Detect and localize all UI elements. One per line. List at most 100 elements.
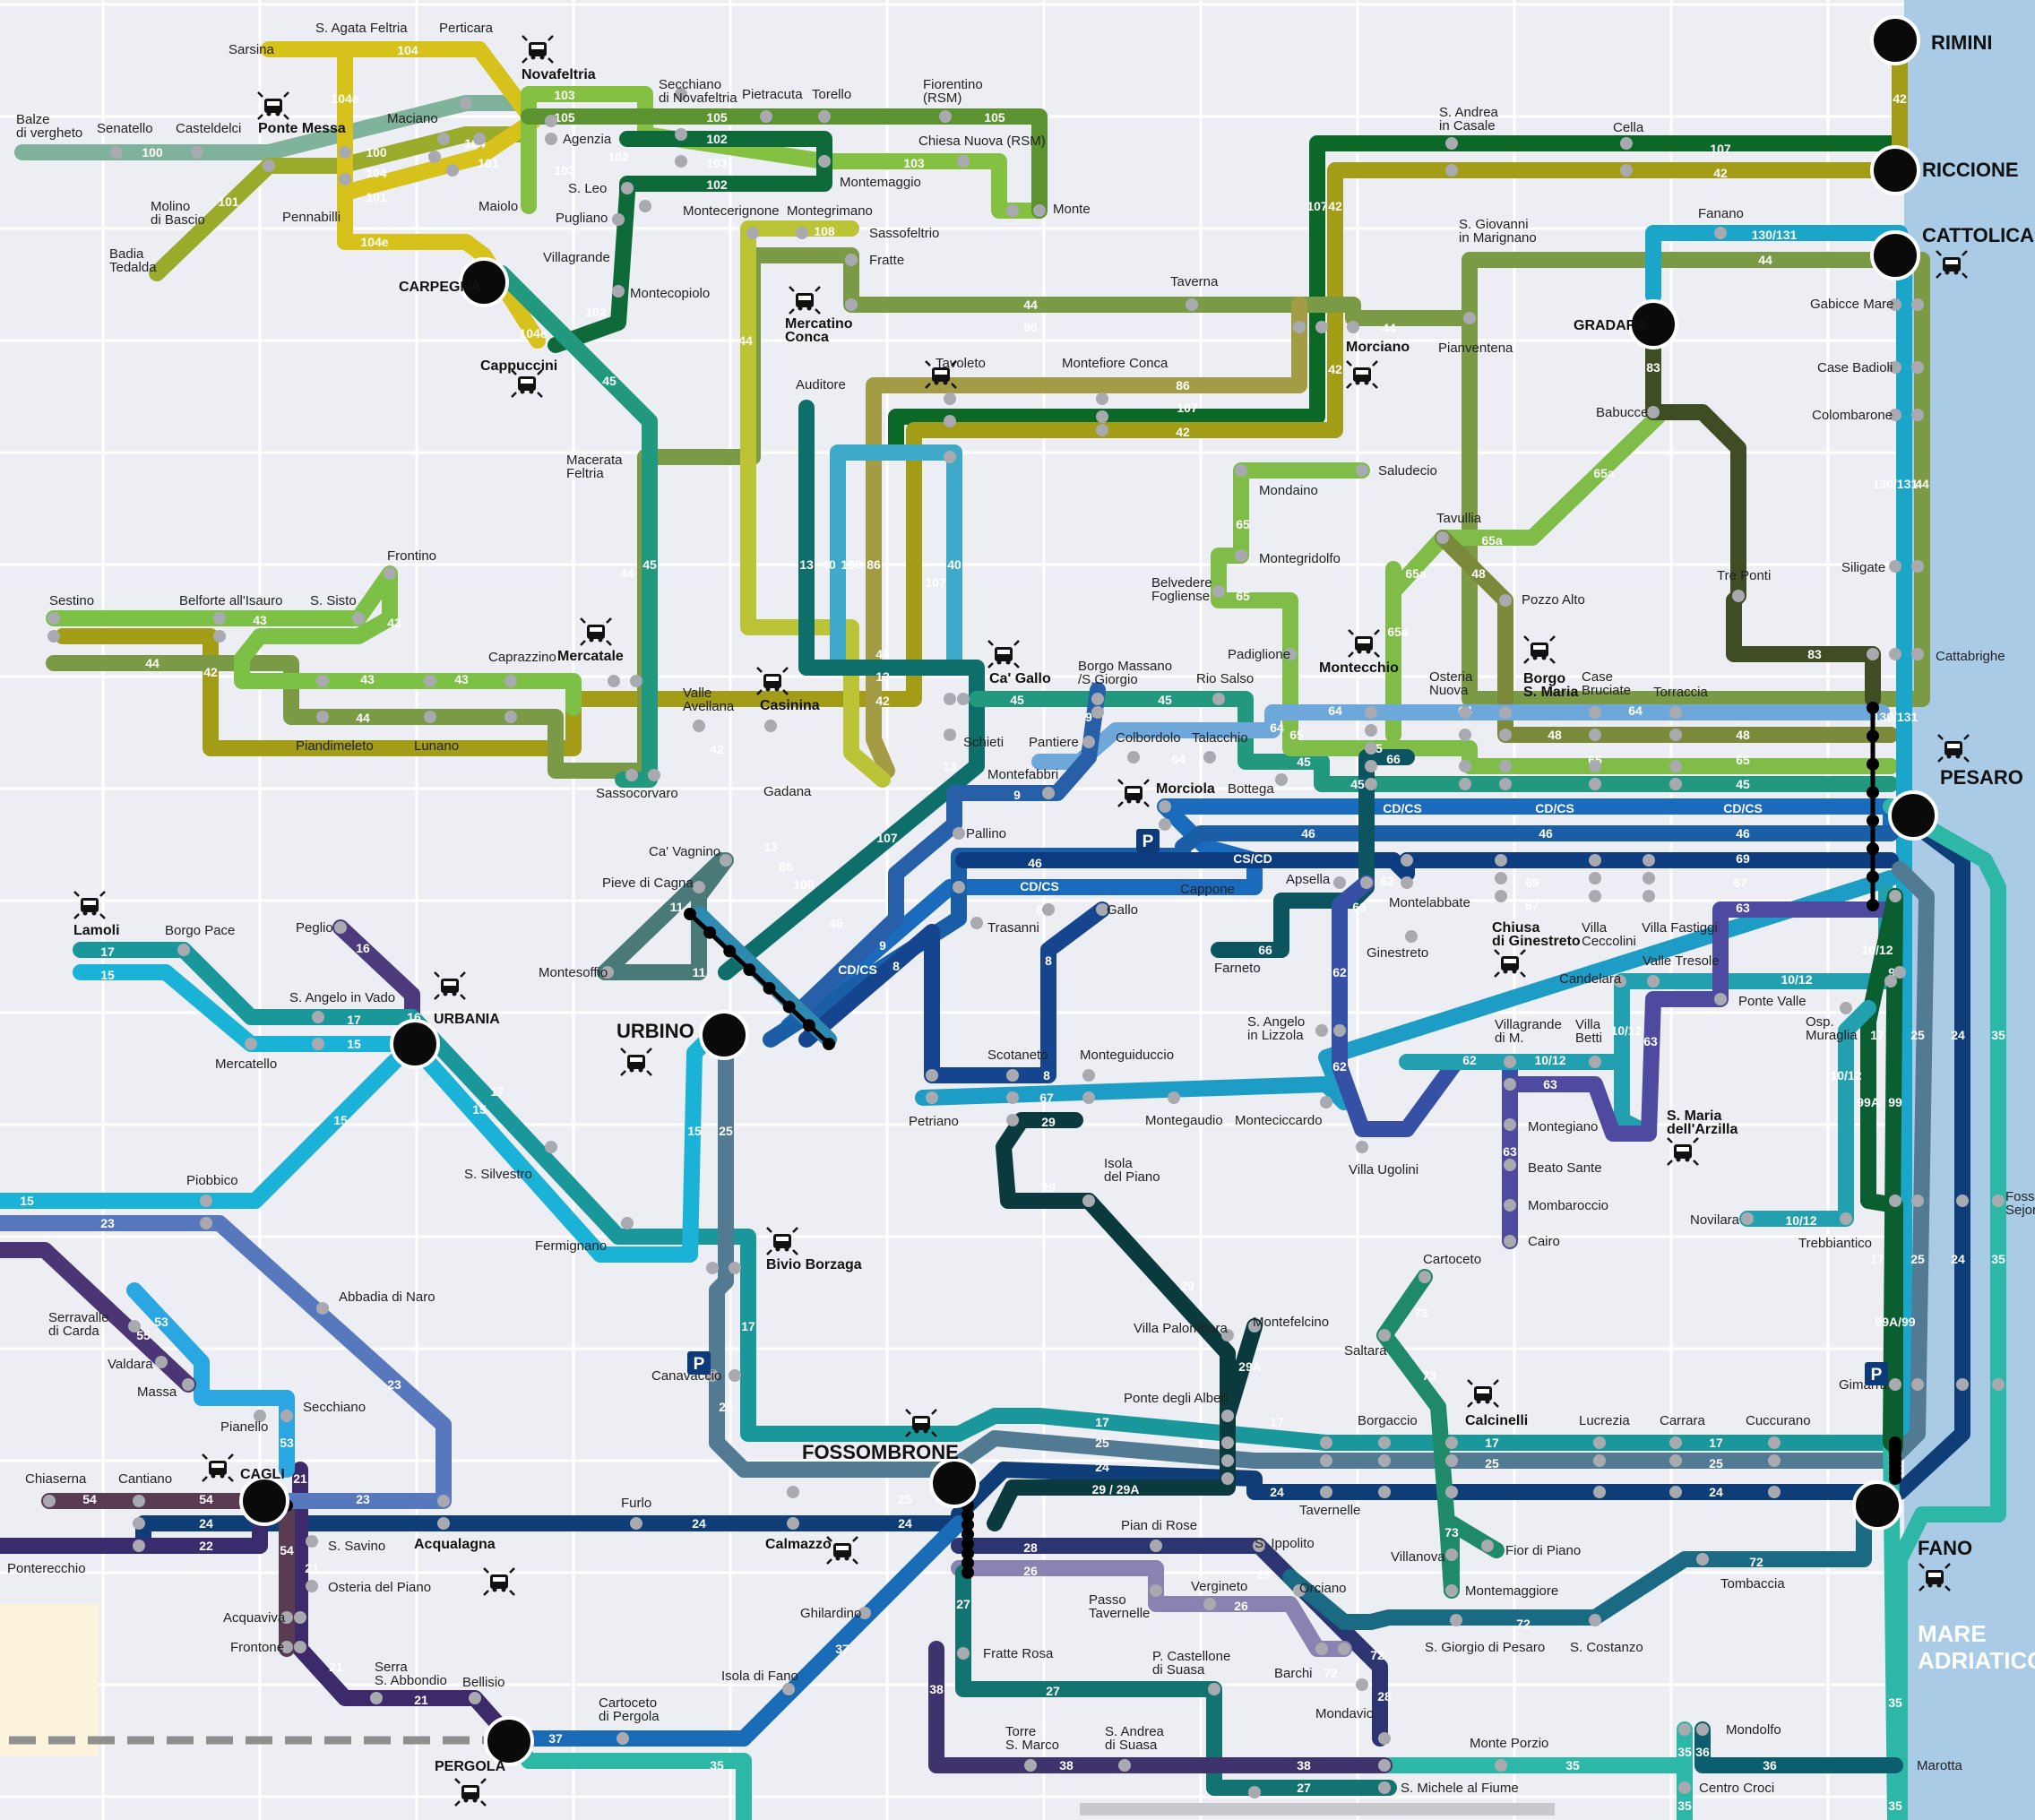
stop-dot[interactable] bbox=[1504, 1159, 1516, 1171]
stop-dot[interactable] bbox=[191, 146, 203, 159]
stop-dot[interactable] bbox=[1203, 751, 1216, 763]
station-label[interactable]: Siligate bbox=[1841, 560, 1885, 575]
stop-dot[interactable] bbox=[1006, 1114, 1019, 1126]
stop-dot[interactable] bbox=[1445, 137, 1458, 150]
stop-dot[interactable] bbox=[316, 675, 329, 687]
stop-dot[interactable] bbox=[213, 612, 226, 625]
stop-dot[interactable] bbox=[460, 97, 472, 109]
station-label[interactable]: Carrara bbox=[1660, 1413, 1706, 1428]
stop-dot[interactable] bbox=[1956, 1195, 1969, 1207]
stop-dot[interactable] bbox=[1499, 594, 1512, 607]
stop-dot[interactable] bbox=[1669, 760, 1682, 772]
stop-dot[interactable] bbox=[760, 110, 772, 123]
station-label[interactable]: di Suasa bbox=[1105, 1738, 1158, 1753]
stop-dot[interactable] bbox=[630, 1517, 642, 1530]
stop-dot[interactable] bbox=[617, 1732, 629, 1745]
stop-dot[interactable] bbox=[110, 146, 123, 159]
stop-dot[interactable] bbox=[155, 1356, 168, 1368]
stop-dot[interactable] bbox=[1253, 1540, 1265, 1552]
station-label[interactable]: Villa bbox=[1575, 1017, 1601, 1032]
station-label[interactable]: Pian di Rose bbox=[1121, 1518, 1197, 1533]
station-label[interactable]: Torre bbox=[1005, 1724, 1036, 1739]
route-line-9[interactable] bbox=[789, 682, 1106, 1021]
stop-dot[interactable] bbox=[926, 1091, 938, 1104]
stop-dot[interactable] bbox=[1356, 464, 1368, 477]
station-label[interactable]: Borgo bbox=[1523, 671, 1565, 686]
station-label[interactable]: Pietracuta bbox=[742, 87, 803, 102]
station-label[interactable]: Tavoleto bbox=[936, 356, 986, 371]
station-label[interactable]: PERGOLA bbox=[435, 1759, 506, 1774]
stop-dot[interactable] bbox=[1248, 1786, 1261, 1798]
station-label[interactable]: Maciano bbox=[387, 111, 438, 126]
stop-dot[interactable] bbox=[1320, 1096, 1332, 1108]
hub-station-marker[interactable] bbox=[484, 1716, 534, 1766]
station-label[interactable]: Calmazzo bbox=[765, 1537, 832, 1552]
station-label[interactable]: Marotta bbox=[1917, 1758, 1963, 1773]
station-label[interactable]: Valle Tresole bbox=[1643, 953, 1720, 969]
stop-dot[interactable] bbox=[1732, 590, 1745, 602]
station-label[interactable]: Chiesa Nuova (RSM) bbox=[918, 134, 1046, 149]
route-line-35c[interactable] bbox=[507, 1730, 752, 1820]
stop-dot[interactable] bbox=[796, 227, 808, 239]
stop-dot[interactable] bbox=[545, 1141, 557, 1153]
stop-dot[interactable] bbox=[428, 151, 441, 163]
stop-dot[interactable] bbox=[1589, 872, 1601, 884]
route-line-44b[interactable] bbox=[46, 247, 1478, 779]
station-label[interactable]: Monte bbox=[1053, 202, 1091, 217]
stop-dot[interactable] bbox=[1589, 854, 1601, 867]
stop-dot[interactable] bbox=[280, 1410, 293, 1422]
station-label[interactable]: Vergineto bbox=[1191, 1579, 1247, 1594]
stop-dot[interactable] bbox=[1221, 1472, 1234, 1485]
stop-dot[interactable] bbox=[1696, 1723, 1709, 1736]
route-line-37[interactable] bbox=[503, 1515, 967, 1747]
station-label[interactable]: Mondaino bbox=[1259, 483, 1318, 498]
station-label[interactable]: Cantiano bbox=[118, 1471, 172, 1487]
route-line-63[interactable] bbox=[1502, 901, 1899, 1249]
station-label[interactable]: Passo bbox=[1089, 1592, 1126, 1608]
stop-dot[interactable] bbox=[1840, 1212, 1852, 1225]
stop-dot[interactable] bbox=[1669, 778, 1682, 790]
station-label[interactable]: Morciano bbox=[1346, 340, 1410, 355]
stop-dot[interactable] bbox=[1643, 890, 1655, 902]
station-label[interactable]: Ceccolini bbox=[1582, 934, 1636, 949]
stop-dot[interactable] bbox=[1459, 778, 1471, 790]
station-label[interactable]: Gadana bbox=[763, 784, 812, 799]
stop-dot[interactable] bbox=[1593, 1436, 1606, 1449]
stop-dot[interactable] bbox=[1150, 1540, 1162, 1552]
station-label[interactable]: Montecopiolo bbox=[630, 286, 710, 301]
station-label[interactable]: Ponte Valle bbox=[1738, 994, 1806, 1009]
station-label[interactable]: S. Agata Feltria bbox=[315, 21, 408, 36]
station-label[interactable]: Villanova bbox=[1391, 1549, 1445, 1565]
stop-dot[interactable] bbox=[1678, 1723, 1691, 1736]
station-label[interactable]: Mercatello bbox=[215, 1057, 277, 1072]
route-line-43[interactable] bbox=[46, 565, 582, 716]
station-label[interactable]: Casinina bbox=[760, 698, 820, 713]
stop-dot[interactable] bbox=[1889, 1378, 1901, 1391]
stop-dot[interactable] bbox=[729, 1369, 741, 1382]
station-label[interactable]: Serra bbox=[375, 1660, 408, 1675]
stop-dot[interactable] bbox=[621, 1217, 634, 1229]
station-label[interactable]: (RSM) bbox=[923, 91, 961, 106]
stop-dot[interactable] bbox=[1450, 1614, 1462, 1626]
stop-dot[interactable] bbox=[1911, 1195, 1924, 1207]
stop-dot[interactable] bbox=[1360, 876, 1373, 889]
stop-dot[interactable] bbox=[1082, 1195, 1095, 1207]
route-line-55[interactable] bbox=[0, 1242, 196, 1393]
stop-dot[interactable] bbox=[213, 630, 226, 643]
stop-dot[interactable] bbox=[316, 711, 329, 723]
stop-dot[interactable] bbox=[957, 1647, 970, 1660]
station-label[interactable]: Sassofeltrio bbox=[869, 226, 939, 241]
station-label[interactable]: Borgaccio bbox=[1358, 1413, 1418, 1428]
station-label[interactable]: CAGLI bbox=[240, 1467, 285, 1482]
station-label[interactable]: Montegiano bbox=[1528, 1119, 1598, 1134]
stop-dot[interactable] bbox=[133, 1495, 145, 1507]
station-label[interactable]: Belvedere bbox=[1151, 575, 1212, 591]
hub-station-marker[interactable] bbox=[1870, 15, 1920, 65]
station-label[interactable]: S. Maria bbox=[1523, 685, 1578, 700]
stop-dot[interactable] bbox=[1445, 1436, 1458, 1449]
stop-dot[interactable] bbox=[1365, 778, 1377, 790]
stop-dot[interactable] bbox=[339, 146, 351, 159]
hub-station-marker[interactable] bbox=[1888, 790, 1938, 841]
station-label[interactable]: Colombarone bbox=[1812, 408, 1893, 423]
stop-dot[interactable] bbox=[263, 160, 275, 172]
